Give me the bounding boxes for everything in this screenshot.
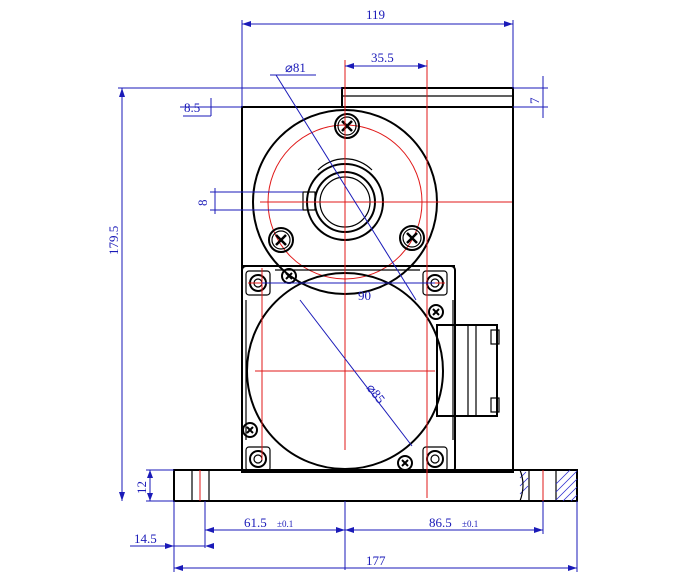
motor-square: [241, 265, 456, 473]
dim-base-thickness: 12: [134, 481, 149, 494]
dimension-lines: [118, 20, 578, 572]
screw-icon: [399, 225, 425, 251]
dim-overall-height: 179.5: [106, 226, 121, 255]
dim-right-hole-tol: ±0.1: [462, 519, 478, 529]
dim-motor-diameter: ⌀85: [364, 381, 389, 407]
connector-box: [436, 324, 498, 417]
dim-motor-spacing: 90: [358, 288, 371, 303]
screw-icon: [428, 304, 444, 320]
housing-outline: [173, 87, 578, 502]
dim-right-step: 7: [527, 97, 542, 104]
dim-keyway: 8: [195, 200, 210, 207]
flange-screws: [268, 113, 425, 253]
socket-screw-icon: [245, 446, 271, 472]
dim-offset-top: 35.5: [371, 50, 394, 65]
dim-overall-width-base: 177: [366, 553, 386, 568]
dim-left-hole: 61.5: [244, 515, 267, 530]
dim-overall-width-top: 119: [366, 7, 385, 22]
screw-icon: [334, 113, 360, 139]
break-line: [519, 469, 524, 502]
dim-right-hole: 86.5: [429, 515, 452, 530]
dim-top-step: 8.5: [184, 100, 200, 115]
main-plate: [241, 106, 514, 473]
base-flange: [173, 469, 578, 502]
screw-icon: [242, 422, 258, 438]
dim-left-offset: 14.5: [134, 531, 157, 546]
screw-icon: [397, 455, 413, 471]
screw-icon: [268, 227, 294, 253]
dim-flange-diameter: ⌀81: [285, 60, 306, 75]
screw-icon: [281, 268, 297, 284]
section-hatching: [519, 469, 578, 502]
dim-left-hole-tol: ±0.1: [277, 519, 293, 529]
keyway: [302, 191, 316, 211]
